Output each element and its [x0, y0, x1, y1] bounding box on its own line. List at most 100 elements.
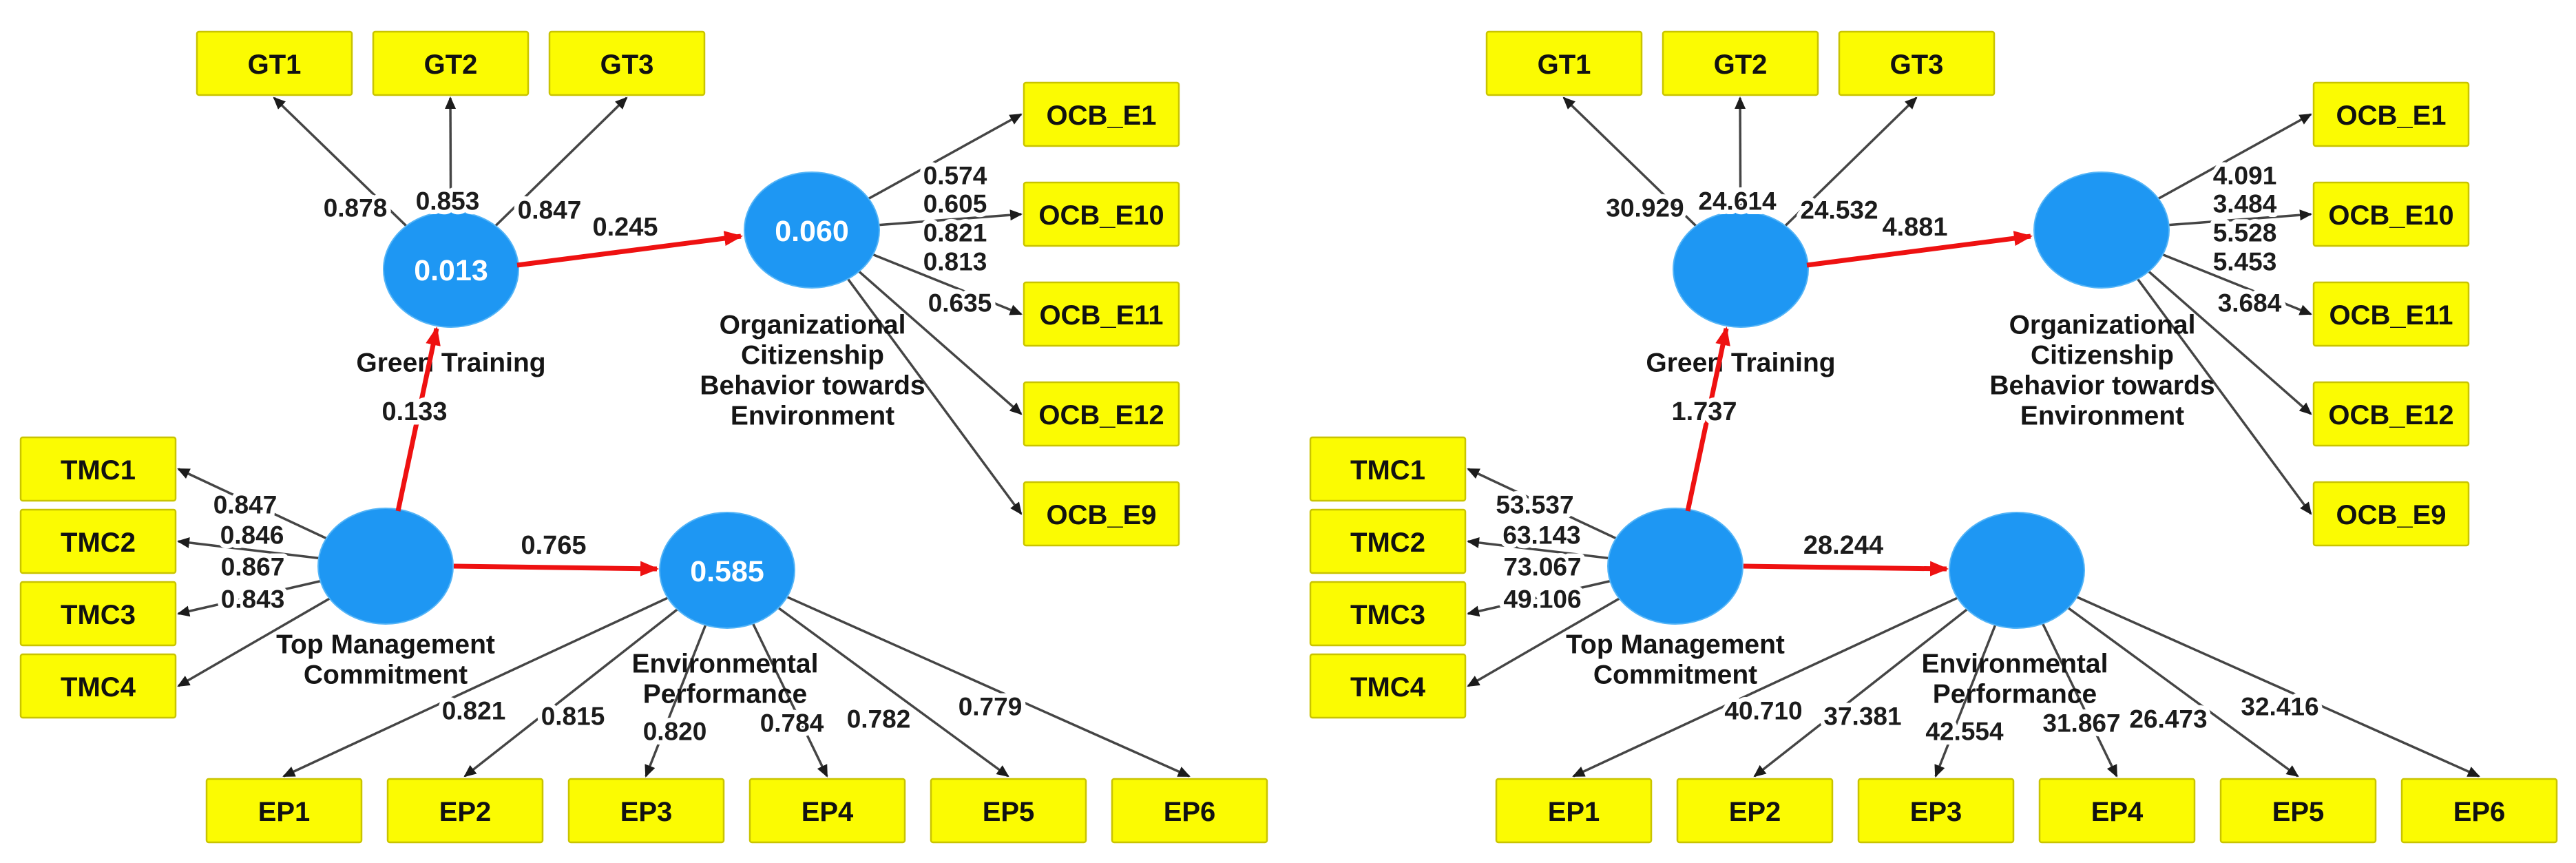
loading-value-tmc3: 0.867 [221, 553, 285, 581]
indicator-box-ep2 [386, 778, 544, 844]
construct-label-tmc-line2: Commitment [304, 661, 468, 690]
indicator-box-ocb_e9 [2312, 481, 2470, 547]
indicator-box-gt3 [548, 30, 706, 96]
loading-value-gt3: 24.532 [1800, 196, 1878, 225]
indicator-box-tmc2 [19, 508, 177, 574]
indicator-label-ep2: EP2 [439, 797, 492, 827]
indicator-label-gt3: GT3 [1890, 50, 1944, 80]
indicator-box-ep5 [2219, 778, 2377, 844]
indicator-box-gt3 [1838, 30, 1996, 96]
indicator-box-ep3 [1857, 778, 2015, 844]
loading-value-ep5: 0.782 [847, 705, 911, 734]
loading-value-ocb_e10: 0.605 [923, 190, 987, 218]
indicator-box-ep3 [567, 778, 725, 844]
r2-value-ep: 0.585 [690, 555, 764, 588]
loading-value-ep6: 0.779 [959, 693, 1023, 721]
indicator-label-tmc3: TMC3 [61, 600, 136, 630]
construct-node-gt [1673, 211, 1809, 328]
r2-value-gt: 0.013 [414, 254, 488, 287]
construct-label-ocb-line3: Behavior towards [700, 371, 925, 401]
construct-label-tmc-line1: Top Management [276, 630, 495, 660]
indicator-box-gt2 [372, 30, 530, 96]
construct-node-ocb [744, 171, 880, 289]
loading-value-ocb_e9: 3.684 [2218, 289, 2282, 318]
loading-value-ep5: 26.473 [2129, 705, 2207, 734]
indicator-label-ep3: EP3 [620, 797, 673, 827]
indicator-label-ocb_e1: OCB_E1 [1046, 101, 1156, 131]
path-value-tmc-ep: 28.244 [1803, 531, 1883, 560]
path-value-tmc-ep: 0.765 [521, 531, 586, 560]
loading-value-gt3: 0.847 [518, 196, 582, 225]
indicator-label-tmc3: TMC3 [1350, 600, 1425, 630]
indicator-label-gt1: GT1 [248, 50, 302, 80]
diagram-t-values: Green TrainingOrganizationalCitizenshipB… [1309, 30, 2558, 844]
loading-value-tmc3: 73.067 [1503, 553, 1581, 581]
structural-path-tmc-gt [1685, 326, 1730, 512]
indicator-box-ep2 [1676, 778, 1834, 844]
construct-label-ep-line1: Environmental [1922, 649, 2108, 679]
loading-value-ep6: 32.416 [2241, 693, 2318, 721]
indicator-label-ep5: EP5 [2272, 797, 2325, 827]
indicator-box-ocb_e12 [1023, 381, 1180, 447]
indicator-box-ep5 [930, 778, 1087, 844]
loading-value-ocb_e10: 3.484 [2213, 190, 2277, 218]
indicator-box-tmc1 [19, 436, 177, 502]
indicator-label-ocb_e10: OCB_E10 [1038, 200, 1164, 231]
indicator-label-ocb_e11: OCB_E11 [2329, 300, 2453, 331]
construct-label-ocb-line1: Organizational [2009, 311, 2196, 340]
loading-value-tmc1: 53.537 [1496, 491, 1573, 519]
structural-path-tmc-ep [453, 561, 659, 576]
edge-ep-ep1 [1572, 569, 2018, 778]
loading-value-gt2: 0.853 [416, 187, 480, 216]
loading-value-gt2: 24.614 [1698, 187, 1777, 216]
indicator-label-ep3: EP3 [1910, 797, 1962, 827]
indicator-label-ocb_e11: OCB_E11 [1039, 300, 1163, 331]
construct-node-ep [659, 512, 795, 629]
indicator-label-ep5: EP5 [983, 797, 1035, 827]
indicator-box-ocb_e1 [2312, 81, 2470, 147]
indicator-box-ocb_e1 [1023, 81, 1180, 147]
path-value-gt-ocb: 0.245 [592, 213, 658, 242]
loading-value-ocb_e9: 0.635 [928, 289, 992, 318]
indicator-label-ep1: EP1 [258, 797, 311, 827]
indicator-label-tmc1: TMC1 [61, 455, 136, 486]
construct-node-tmc [317, 508, 454, 625]
indicator-box-gt1 [196, 30, 353, 96]
indicator-label-ep6: EP6 [2453, 797, 2506, 827]
path-value-tmc-gt: 1.737 [1671, 397, 1737, 426]
edge-ep-ep6 [726, 569, 1191, 778]
loading-value-ocb_e12: 5.453 [2213, 248, 2277, 276]
indicator-box-ep1 [1495, 778, 1653, 844]
path-value-tmc-gt: 0.133 [381, 397, 447, 426]
indicator-label-tmc2: TMC2 [61, 528, 136, 558]
structural-path-gt-ocb [516, 231, 743, 268]
construct-label-ocb-line2: Citizenship [741, 341, 884, 371]
indicator-box-ep1 [205, 778, 363, 844]
construct-label-tmc-line2: Commitment [1593, 661, 1757, 690]
indicator-box-tmc3 [19, 581, 177, 647]
indicator-label-gt2: GT2 [1714, 50, 1768, 80]
indicator-box-ocb_e10 [1023, 181, 1180, 247]
construct-label-ocb-line1: Organizational [720, 311, 906, 340]
loading-value-tmc4: 49.106 [1503, 585, 1581, 614]
indicator-box-gt1 [1485, 30, 1643, 96]
construct-node-ep [1949, 512, 2085, 629]
loading-value-ep2: 37.381 [1823, 703, 1901, 731]
indicator-label-ep1: EP1 [1548, 797, 1600, 827]
indicator-box-tmc3 [1309, 581, 1467, 647]
construct-node-tmc [1607, 508, 1743, 625]
indicator-label-ocb_e12: OCB_E12 [2328, 400, 2453, 430]
loading-value-gt1: 30.929 [1606, 194, 1684, 222]
construct-node-ocb [2033, 171, 2170, 289]
indicator-box-tmc2 [1309, 508, 1467, 574]
construct-label-tmc-line1: Top Management [1566, 630, 1785, 660]
indicator-label-tmc2: TMC2 [1350, 528, 1425, 558]
construct-label-gt-line1: Green Training [1646, 349, 1835, 378]
indicator-label-gt3: GT3 [600, 50, 654, 80]
path-value-gt-ocb: 4.881 [1882, 213, 1947, 242]
loading-value-ep3: 0.820 [643, 718, 707, 746]
loading-value-ocb_e12: 0.813 [923, 248, 987, 276]
